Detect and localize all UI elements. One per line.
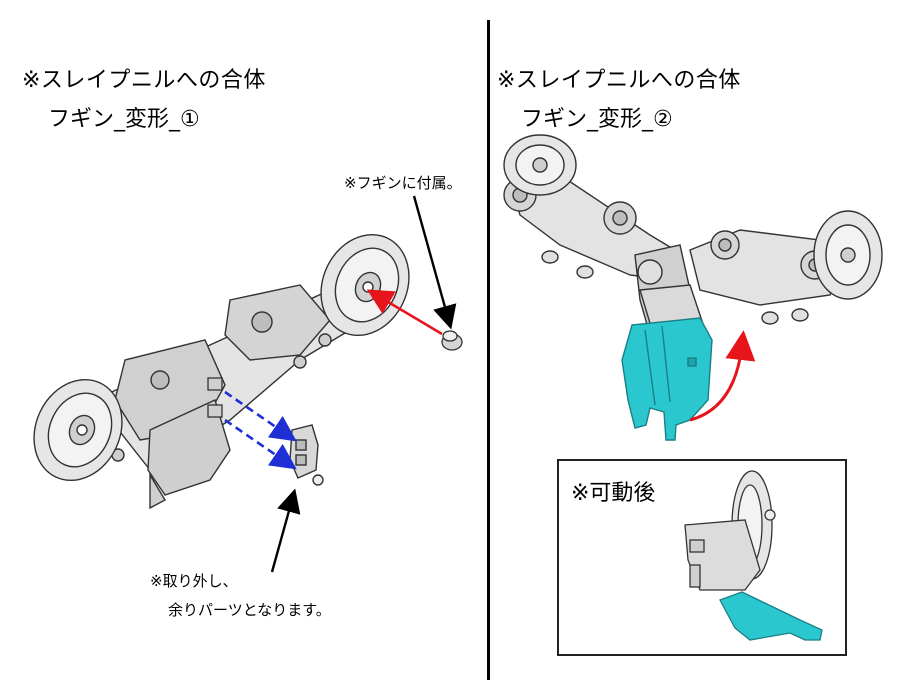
left-wheel-1 xyxy=(33,378,123,482)
blue-remove-arrow-2 xyxy=(224,418,297,470)
inset-title: ※可動後 xyxy=(571,481,656,506)
cyan-moving-part xyxy=(621,317,713,441)
left-title: ※スレイプニルへの合体 xyxy=(22,68,266,93)
included-peg xyxy=(441,330,463,351)
right-subtitle: フギン_変形_② xyxy=(521,107,673,132)
note-included-part: ※フギンに付属。 xyxy=(344,174,462,192)
red-insert-arrow xyxy=(366,289,443,336)
hugin-right-part xyxy=(503,174,846,346)
red-rotate-arrow xyxy=(689,330,756,422)
right-title: ※スレイプニルへの合体 xyxy=(497,68,741,93)
note-remove-line1: ※取り外し、 xyxy=(150,572,238,590)
left-subtitle: フギン_変形_① xyxy=(48,107,200,132)
right-wheel-2 xyxy=(813,210,883,300)
removable-part xyxy=(289,424,324,486)
panel-divider xyxy=(487,20,490,680)
inset-illustration xyxy=(684,470,823,641)
right-wheel-1 xyxy=(503,134,577,196)
note-remove-line2: 余りパーツとなります。 xyxy=(168,601,331,619)
pointer-arrow-removable xyxy=(270,488,301,573)
pointer-arrow-peg xyxy=(412,195,457,330)
